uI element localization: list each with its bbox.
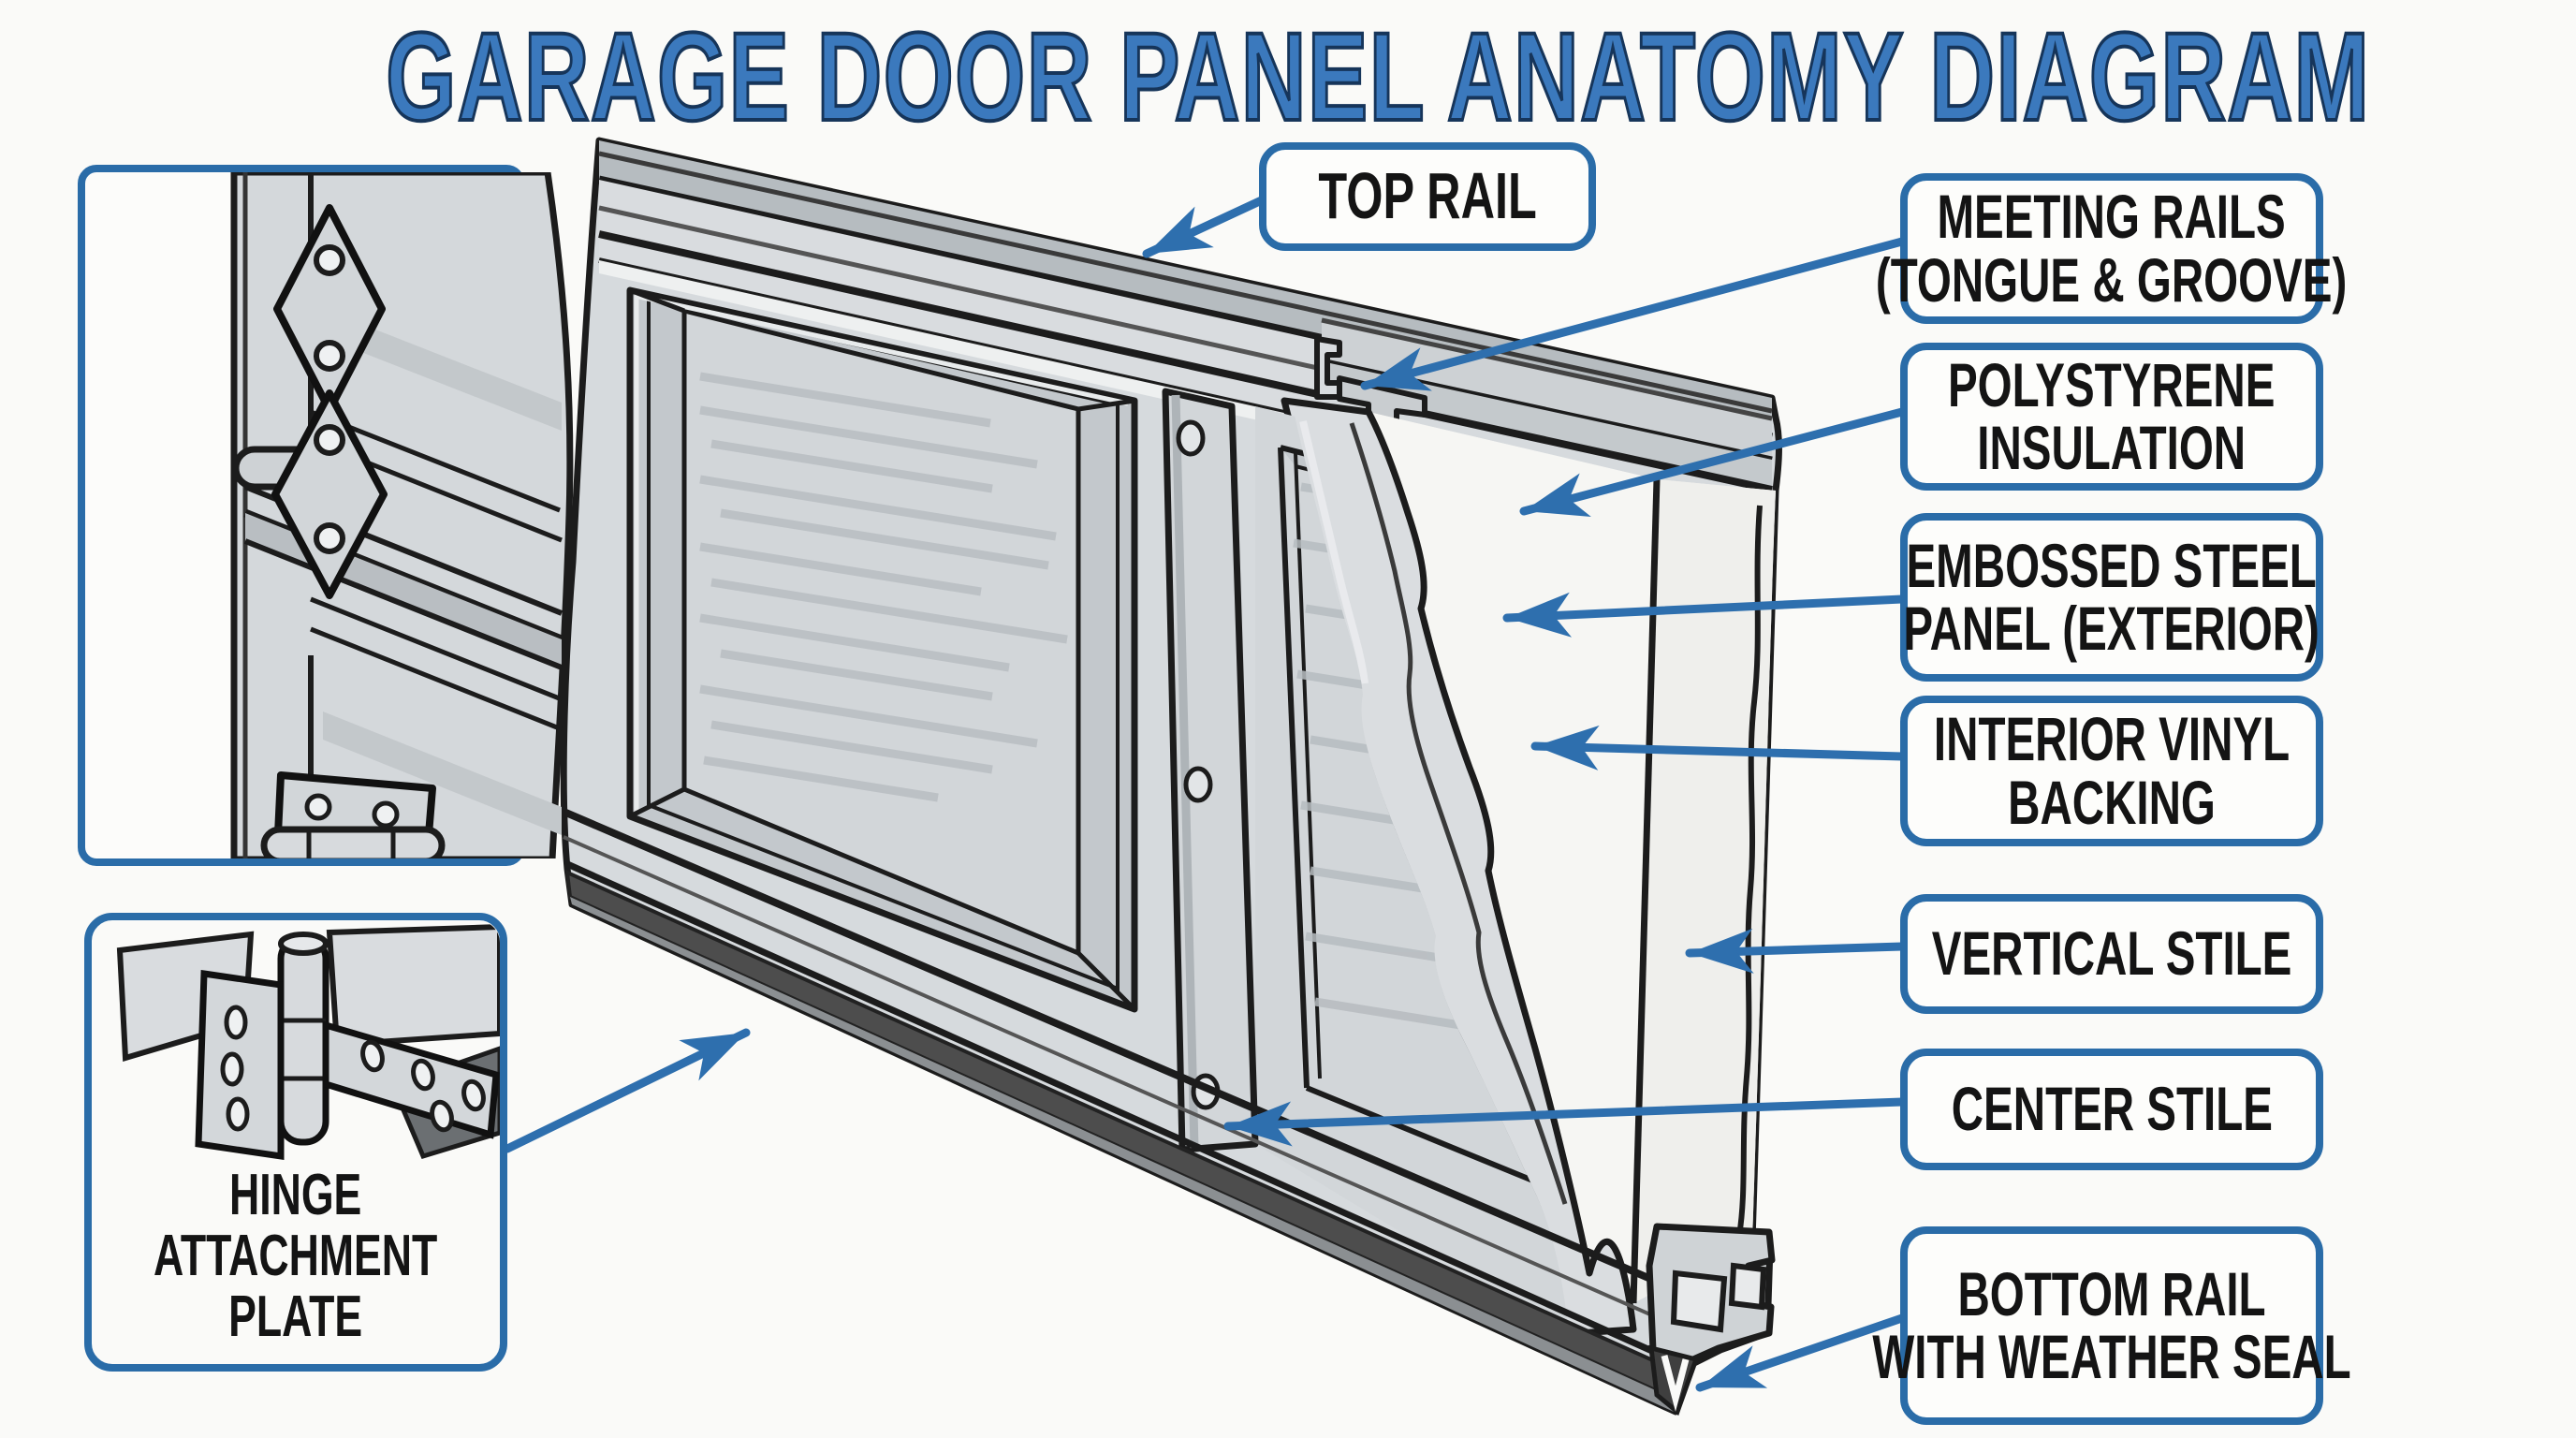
- barrel-hinge: [260, 771, 446, 858]
- arrow-center-stile: [1223, 1097, 1907, 1147]
- label-line: BACKING: [2008, 767, 2216, 837]
- top-left-detail-inset: [78, 165, 574, 866]
- label-line: ATTACHMENT: [154, 1223, 438, 1288]
- arrow-bottom-rail: [1695, 1313, 1907, 1392]
- arrow-hinge-plate: [503, 1028, 751, 1153]
- left-recessed-panel: [626, 286, 1138, 1013]
- label-embossed-steel-panel: EMBOSSED STEEL PANEL (EXTERIOR): [1900, 513, 2323, 682]
- label-line: PLATE: [228, 1284, 363, 1349]
- page-title: GARAGE DOOR PANEL ANATOMY DIAGRAM: [385, 6, 2371, 149]
- label-line: BOTTOM RAIL: [1957, 1258, 2266, 1328]
- door-panel-drawing: [560, 137, 1782, 1416]
- panel-embossing-lines: [699, 372, 1068, 802]
- label-polystyrene-insulation: POLYSTYRENE INSULATION: [1900, 343, 2323, 491]
- label-vertical-stile: VERTICAL STILE: [1900, 894, 2323, 1014]
- polystyrene-insulation: [1368, 412, 1776, 1304]
- arrow-top-rail: [1142, 194, 1270, 258]
- label-meeting-rails: MEETING RAILS (TONGUE & GROOVE): [1876, 173, 2348, 324]
- label-hinge-attachment-plate: HINGE ATTACHMENT PLATE: [84, 913, 507, 1372]
- diamond-hinge: [232, 204, 388, 599]
- label-line: HINGE: [229, 1162, 362, 1227]
- arrow-meeting-rails: [1360, 237, 1907, 391]
- label-line: EMBOSSED STEEL: [1906, 530, 2318, 600]
- bottom-rail: [560, 807, 1776, 1416]
- label-line: (TONGUE & GROOVE): [1876, 244, 2348, 315]
- arrow-polystyrene: [1519, 407, 1907, 517]
- label-line: PANEL (EXTERIOR): [1903, 594, 2320, 663]
- label-line: INSULATION: [1977, 413, 2247, 482]
- label-line: POLYSTYRENE: [1948, 349, 2276, 419]
- label-center-stile: CENTER STILE: [1900, 1049, 2323, 1170]
- label-bottom-rail-weather-seal: BOTTOM RAIL WITH WEATHER SEAL: [1872, 1226, 2351, 1425]
- arrow-embossed-steel: [1502, 592, 1907, 638]
- callout-arrows: [503, 194, 1907, 1392]
- door-edge-with-hinges-drawing: [230, 172, 574, 858]
- label-line: MEETING RAILS: [1937, 182, 2287, 252]
- label-top-rail: TOP RAIL: [1259, 142, 1596, 251]
- hinge-detail-drawing: [116, 923, 500, 1161]
- label-line: INTERIOR VINYL: [1933, 704, 2291, 774]
- label-line: WITH WEATHER SEAL: [1872, 1322, 2351, 1391]
- label-interior-vinyl-backing: INTERIOR VINYL BACKING: [1900, 696, 2323, 846]
- label-line: VERTICAL STILE: [1931, 918, 2292, 989]
- label-line: CENTER STILE: [1951, 1074, 2273, 1144]
- arrow-vertical-stile: [1685, 928, 1907, 974]
- arrow-interior-vinyl: [1530, 725, 1907, 770]
